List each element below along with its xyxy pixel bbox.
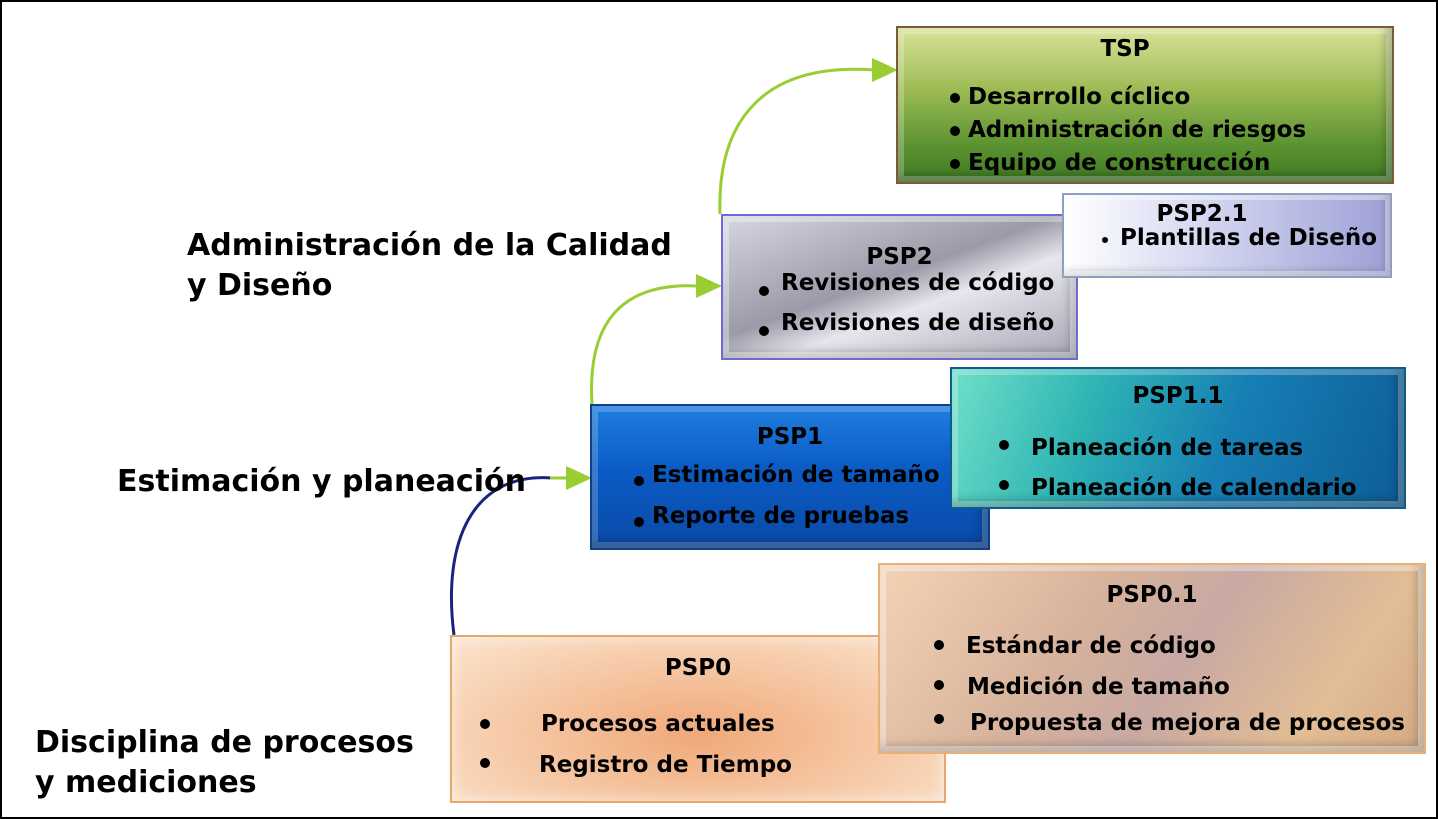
bullet-icon — [934, 640, 944, 650]
psp11-item: Planeación de tareas — [999, 435, 1357, 475]
bullet-icon — [759, 286, 769, 296]
psp1-title: PSP1 — [756, 424, 824, 450]
bullet-icon — [950, 126, 960, 136]
psp21-items: Plantillas de Diseño — [1102, 225, 1377, 255]
tsp-item: Equipo de construcción — [950, 150, 1306, 183]
psp01-item: Estándar de código — [934, 633, 1405, 674]
psp0-item: Registro de Tiempo — [480, 752, 792, 793]
psp0-title: PSP0 — [664, 655, 732, 681]
psp1-item: Estimación de tamaño — [634, 462, 940, 503]
bullet-icon — [634, 517, 644, 527]
psp2-item: Revisiones de código — [759, 270, 1054, 310]
bullet-icon — [934, 680, 944, 690]
psp0-item: Procesos actuales — [480, 711, 792, 752]
psp1-box: PSP1 Estimación de tamaño Reporte de pru… — [590, 404, 990, 550]
psp01-box: PSP0.1 Estándar de código Medición de ta… — [878, 563, 1426, 754]
psp01-item: Medición de tamaño — [934, 674, 1405, 710]
arrow-head-psp1 — [566, 466, 592, 490]
arrow-psp1-to-psp2 — [590, 284, 699, 405]
bullet-icon — [950, 159, 960, 169]
arrow-head-tsp — [872, 58, 898, 82]
tsp-items: Desarrollo cíclico Administración de rie… — [950, 84, 1306, 183]
arrow-psp2-to-tsp — [718, 67, 875, 215]
bullet-icon — [1102, 237, 1108, 243]
bullet-icon — [634, 476, 644, 486]
bullet-icon — [480, 719, 490, 729]
psp0-box: PSP0 Procesos actuales Registro de Tiemp… — [450, 635, 946, 803]
stage-label-estimation: Estimación y planeación — [117, 464, 526, 499]
psp1-item: Reporte de pruebas — [634, 503, 940, 544]
psp2-title: PSP2 — [866, 244, 933, 270]
tsp-box: TSP Desarrollo cíclico Administración de… — [896, 26, 1394, 184]
stage-label-discipline: Disciplina de procesos y mediciones — [35, 723, 414, 803]
arrow-psp0-to-psp1 — [449, 476, 553, 636]
psp21-box: PSP2.1 Plantillas de Diseño — [1062, 193, 1392, 278]
psp01-items: Estándar de código Medición de tamaño Pr… — [934, 633, 1405, 746]
stage-label-discipline-line1: Disciplina de procesos — [35, 725, 414, 760]
tsp-item: Administración de riesgos — [950, 117, 1306, 150]
bullet-icon — [999, 480, 1009, 490]
psp2-item: Revisiones de diseño — [759, 310, 1054, 350]
psp1-items: Estimación de tamaño Reporte de pruebas — [634, 462, 940, 544]
bullet-icon — [999, 440, 1009, 450]
psp11-title: PSP1.1 — [1132, 383, 1224, 409]
psp11-items: Planeación de tareas Planeación de calen… — [999, 435, 1357, 515]
psp2-items: Revisiones de código Revisiones de diseñ… — [759, 270, 1054, 350]
tsp-item: Desarrollo cíclico — [950, 84, 1306, 117]
tsp-title: TSP — [1100, 36, 1150, 62]
psp21-title: PSP2.1 — [1156, 201, 1248, 227]
psp11-box: PSP1.1 Planeación de tareas Planeación d… — [950, 367, 1406, 509]
psp2-box: PSP2 Revisiones de código Revisiones de … — [721, 214, 1078, 360]
stage-label-quality-line1: Administración de la Calidad — [187, 228, 672, 263]
bullet-icon — [480, 758, 490, 768]
arrow-head-psp2 — [696, 274, 722, 298]
stage-label-discipline-line2: y mediciones — [35, 765, 257, 800]
stage-label-quality: Administración de la Calidad y Diseño — [187, 226, 672, 306]
psp01-title: PSP0.1 — [1106, 582, 1198, 608]
psp21-item: Plantillas de Diseño — [1102, 225, 1377, 255]
bullet-icon — [950, 93, 960, 103]
psp11-item: Planeación de calendario — [999, 475, 1357, 515]
psp0-items: Procesos actuales Registro de Tiempo — [480, 711, 792, 793]
psp01-item: Propuesta de mejora de procesos — [934, 710, 1405, 746]
bullet-icon — [759, 326, 769, 336]
stage-label-quality-line2: y Diseño — [187, 268, 333, 303]
bullet-icon — [934, 714, 944, 724]
